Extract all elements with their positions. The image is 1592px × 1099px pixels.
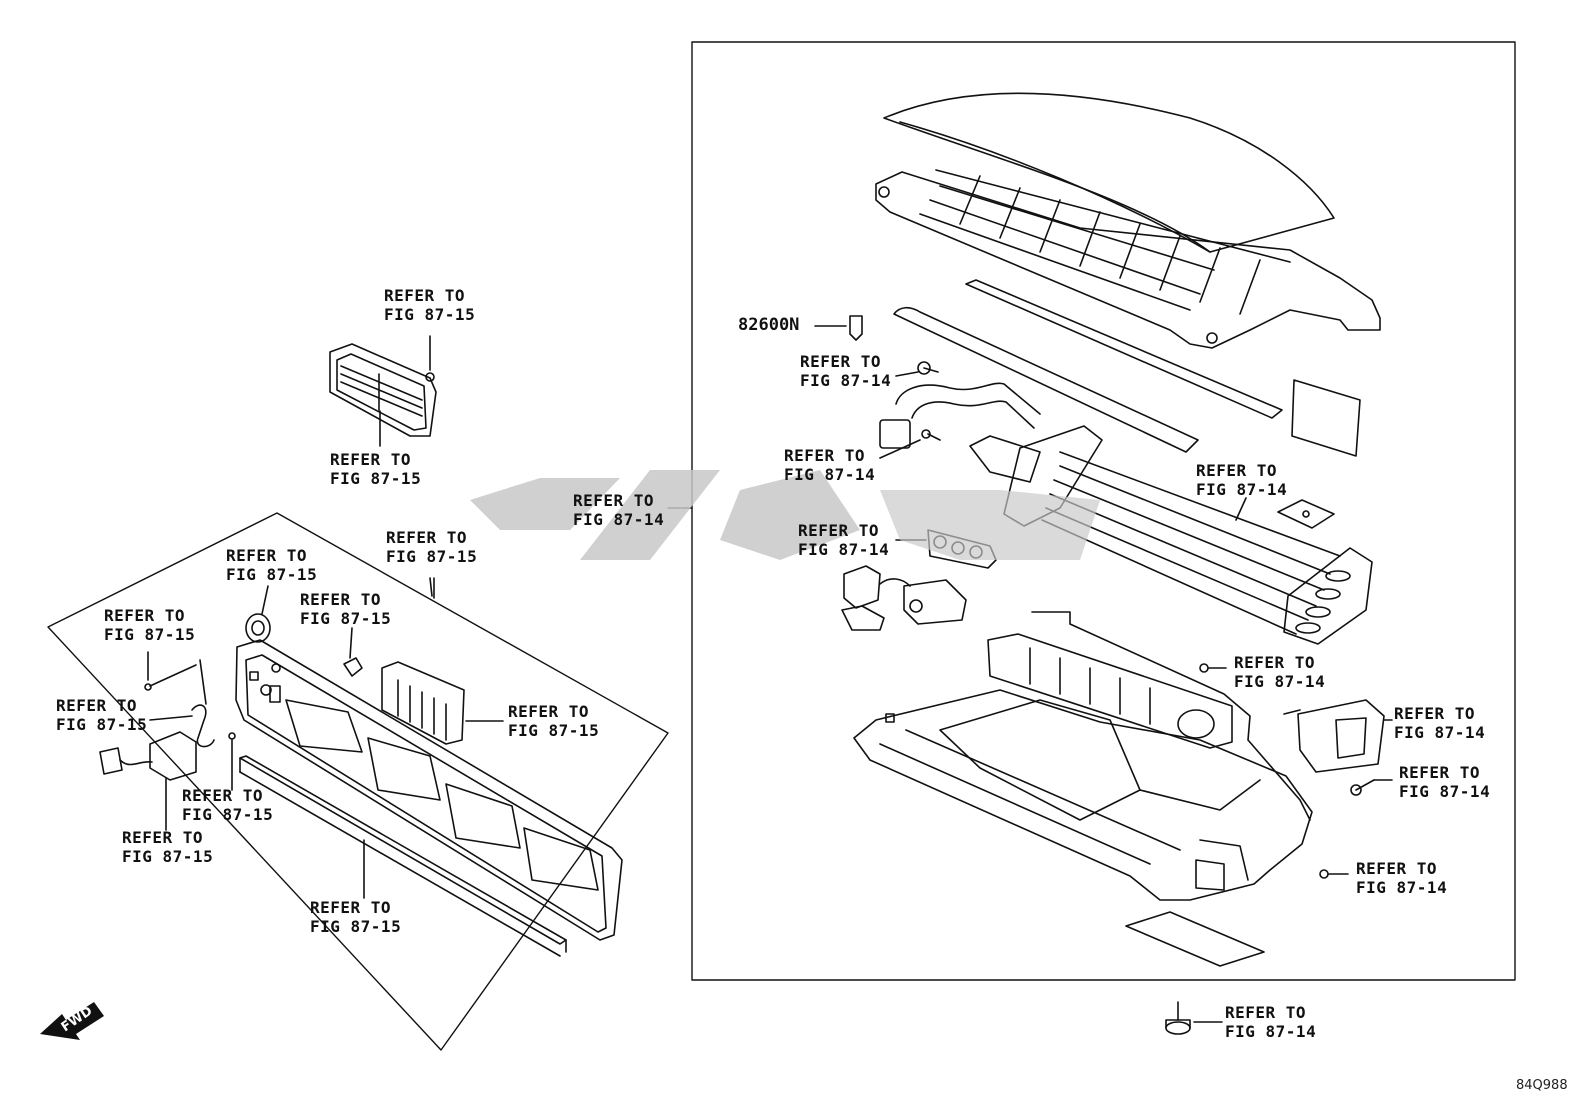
callout-line2: FIG 87-14 (1225, 1022, 1317, 1041)
callout-line2: FIG 87-14 (800, 371, 892, 390)
fwd-arrow-icon (40, 1002, 104, 1040)
callout-line1: REFER TO (1399, 763, 1481, 782)
callout-line1: REFER TO (784, 446, 866, 465)
seal-strip-1 (965, 279, 1283, 419)
seal-strip-2 (893, 306, 1199, 453)
callout-line1: REFER TO (386, 528, 468, 547)
callout-line2: FIG 87-15 (508, 721, 600, 740)
callout-water-valve: REFER TO FIG 87-14 (798, 521, 889, 559)
callout-grille-bottom: REFER TO FIG 87-15 (330, 450, 421, 488)
callout-line2: FIG 87-15 (300, 609, 392, 628)
front-bezel (235, 639, 623, 941)
callout-line1: REFER TO (300, 590, 382, 609)
callout-hose-bolt: REFER TO FIG 87-14 (784, 446, 875, 484)
callout-line2: FIG 87-14 (784, 465, 876, 484)
callout-line2: FIG 87-14 (798, 540, 890, 559)
right-group-frame (691, 41, 1516, 981)
callout-mount-stud: REFER TO FIG 87-14 (1225, 1003, 1316, 1041)
callout-unit-assembly: REFER TO FIG 87-14 (573, 491, 664, 529)
filter-pad (1291, 379, 1361, 457)
callout-line1: REFER TO (384, 286, 466, 305)
callout-line1: REFER TO (182, 786, 264, 805)
callout-knob: REFER TO FIG 87-15 (226, 546, 317, 584)
callout-screw-left: REFER TO FIG 87-15 (104, 606, 195, 644)
callout-line2: FIG 87-15 (310, 917, 402, 936)
callout-line2: FIG 87-15 (226, 565, 318, 584)
small-screw-mid (228, 732, 236, 791)
fuse-82600N (849, 315, 863, 341)
control-knob (245, 585, 271, 643)
heater-hose (879, 382, 1041, 449)
grille-upper (329, 335, 437, 447)
top-cover (883, 92, 1335, 253)
bolt-hose (917, 361, 941, 441)
callout-line1: REFER TO (1225, 1003, 1307, 1022)
callout-line1: REFER TO (508, 702, 590, 721)
clip (343, 657, 363, 677)
sticker-small (1277, 499, 1335, 529)
harness-clamp (191, 704, 215, 748)
callout-line2: FIG 87-15 (56, 715, 148, 734)
callout-line2: FIG 87-14 (1399, 782, 1491, 801)
callout-line2: FIG 87-15 (104, 625, 196, 644)
callout-line2: FIG 87-14 (1356, 878, 1448, 897)
callout-line2: FIG 87-15 (386, 547, 478, 566)
left-group-frame (47, 512, 669, 1051)
callout-line1: REFER TO (1196, 461, 1278, 480)
callout-line2: FIG 87-14 (573, 510, 665, 529)
callout-line1: REFER TO (122, 828, 204, 847)
callout-grille-top: REFER TO FIG 87-15 (384, 286, 475, 324)
part-code-82600N: 82600N (738, 315, 800, 335)
callout-line2: FIG 87-15 (330, 469, 422, 488)
callout-hose-clip: REFER TO FIG 87-14 (800, 352, 891, 390)
callout-line1: REFER TO (310, 898, 392, 917)
watermark-logo (470, 470, 1100, 560)
actuator-left (99, 731, 197, 831)
callout-clip: REFER TO FIG 87-15 (300, 590, 391, 628)
callout-line2: FIG 87-14 (1394, 723, 1486, 742)
valve-actuator (841, 565, 967, 631)
blower-fan (987, 611, 1311, 821)
callout-line1: REFER TO (104, 606, 186, 625)
callout-line1: REFER TO (798, 521, 880, 540)
mount-stud (1165, 1001, 1223, 1035)
callout-resistor: REFER TO FIG 87-14 (1394, 704, 1485, 742)
callout-harness: REFER TO FIG 87-15 (56, 696, 147, 734)
left-screw (144, 651, 197, 691)
callout-line1: REFER TO (56, 696, 138, 715)
center-vent (381, 661, 504, 745)
callout-line1: REFER TO (573, 491, 655, 510)
callout-line2: FIG 87-14 (1196, 480, 1288, 499)
blower-resistor (1283, 699, 1393, 773)
callout-line2: FIG 87-15 (384, 305, 476, 324)
bottom-pad (1125, 911, 1265, 967)
callout-strip: REFER TO FIG 87-15 (310, 898, 401, 936)
callout-line1: REFER TO (800, 352, 882, 371)
callout-heater-core: REFER TO FIG 87-14 (1196, 461, 1287, 499)
lower-screw (1319, 869, 1349, 879)
callout-line1: REFER TO (1356, 859, 1438, 878)
long-strip (239, 755, 567, 957)
callout-upper-screw: REFER TO FIG 87-14 (1234, 653, 1325, 691)
callout-line2: FIG 87-15 (122, 847, 214, 866)
callout-line1: REFER TO (226, 546, 308, 565)
upper-screw-small (1199, 663, 1227, 673)
callout-line1: REFER TO (330, 450, 412, 469)
callout-line2: FIG 87-15 (182, 805, 274, 824)
callout-lower-screw: REFER TO FIG 87-14 (1356, 859, 1447, 897)
resistor-screw (1350, 779, 1393, 796)
callout-line1: REFER TO (1394, 704, 1476, 723)
callout-line1: REFER TO (1234, 653, 1316, 672)
callout-center-vent: REFER TO FIG 87-15 (508, 702, 599, 740)
callout-line2: FIG 87-14 (1234, 672, 1326, 691)
lower-case (853, 689, 1313, 901)
callout-bezel-assembly: REFER TO FIG 87-15 (386, 528, 477, 566)
callout-resistor-screw: REFER TO FIG 87-14 (1399, 763, 1490, 801)
callout-small-screw: REFER TO FIG 87-15 (182, 786, 273, 824)
drawing-code: 84Q988 (1516, 1078, 1568, 1093)
upper-case (875, 169, 1381, 349)
callout-actuator: REFER TO FIG 87-15 (122, 828, 213, 866)
